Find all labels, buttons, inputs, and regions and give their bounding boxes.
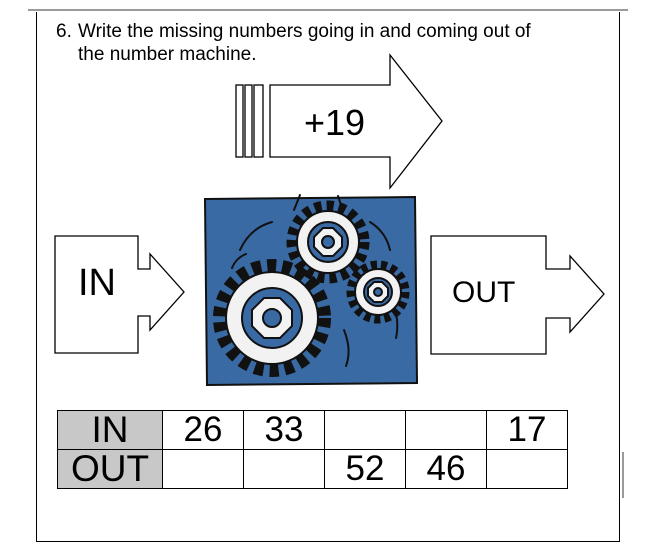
question-text: 6. Write the missing numbers going in and… <box>56 20 616 66</box>
question-line-2: the number machine. <box>78 44 257 65</box>
gears-icon <box>213 200 410 377</box>
in-header-cell: IN <box>57 410 163 450</box>
out-cell-5[interactable] <box>486 449 568 489</box>
in-cell-1[interactable]: 26 <box>162 410 244 450</box>
table-row-out: OUT 52 46 <box>57 449 568 489</box>
in-out-table: IN 26 33 17 OUT 52 46 <box>57 410 568 489</box>
out-cell-2[interactable] <box>243 449 325 489</box>
operation-label: +19 <box>304 102 366 143</box>
out-label: OUT <box>452 276 516 309</box>
out-arrow-box <box>430 235 605 355</box>
question-frame <box>36 12 620 542</box>
question-line-1: Write the missing numbers going in and c… <box>78 21 531 42</box>
operation-arrow <box>235 53 443 190</box>
side-rule <box>622 452 624 498</box>
in-cell-2[interactable]: 33 <box>243 410 325 450</box>
in-cell-4[interactable] <box>405 410 487 450</box>
out-cell-1[interactable] <box>162 449 244 489</box>
out-cell-4[interactable]: 46 <box>405 449 487 489</box>
in-cell-3[interactable] <box>324 410 406 450</box>
in-label: IN <box>78 262 116 304</box>
table-row-in: IN 26 33 17 <box>57 410 568 450</box>
in-arrow-box <box>54 235 185 354</box>
out-cell-3[interactable]: 52 <box>324 449 406 489</box>
question-number: 6. <box>56 21 72 42</box>
in-cell-5[interactable]: 17 <box>486 410 568 450</box>
top-rule <box>28 9 628 11</box>
out-header-cell: OUT <box>57 449 163 489</box>
